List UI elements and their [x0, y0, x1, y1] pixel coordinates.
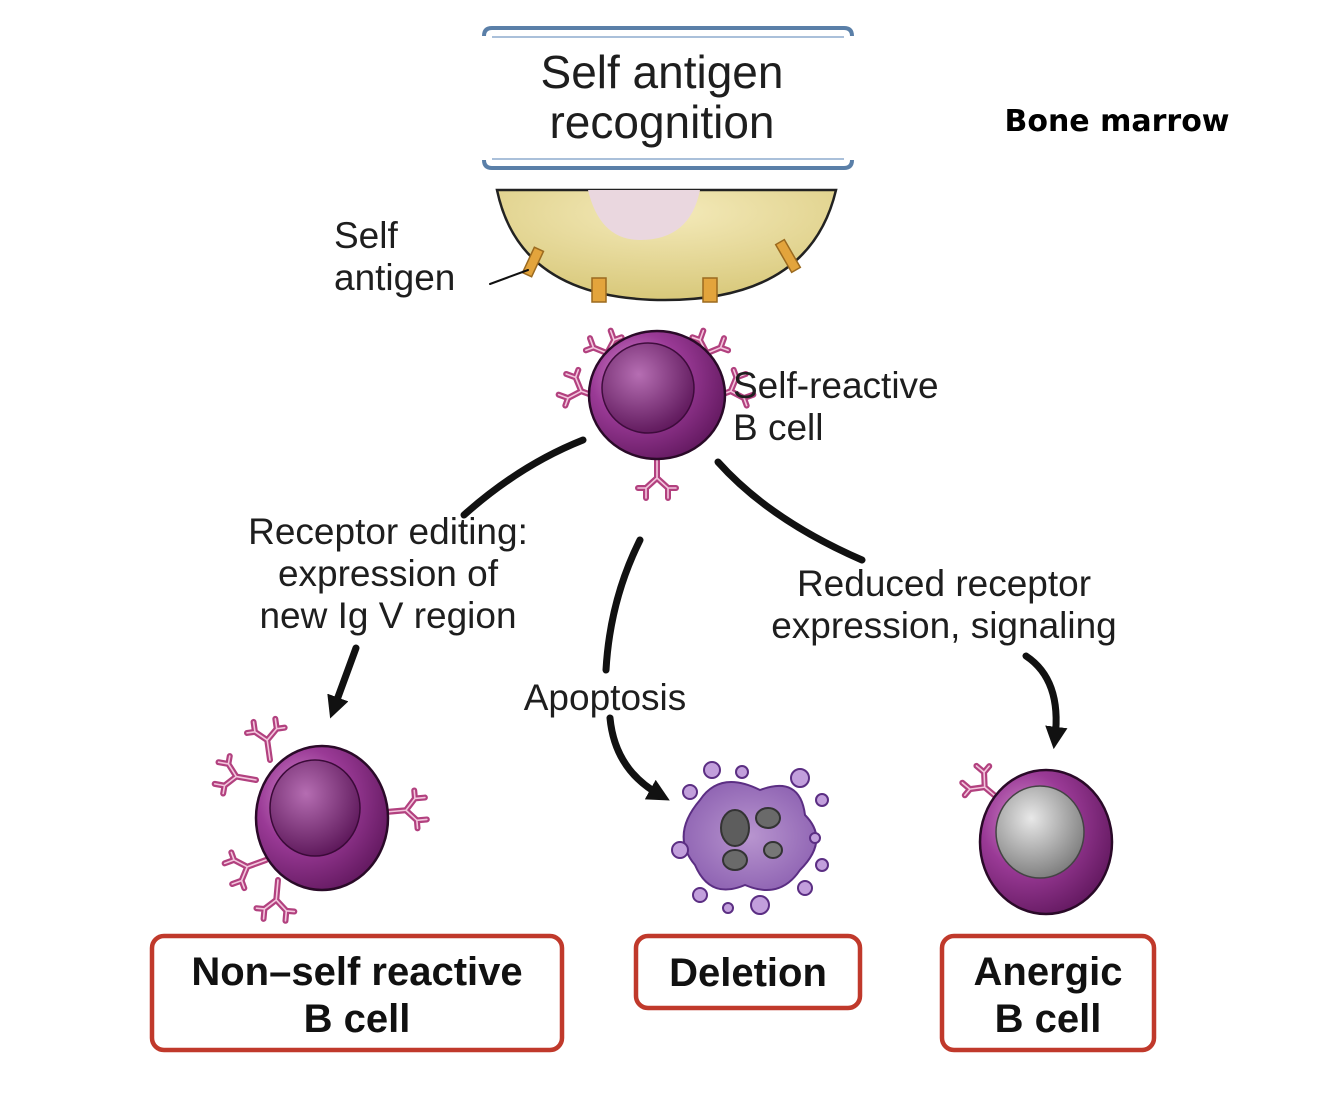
outcome-non-self-line-1: Non–self reactive	[191, 950, 522, 994]
outcome-box-deletion: Deletion	[633, 933, 863, 1011]
host-cell	[495, 188, 838, 302]
apoptosis-label: Apoptosis	[524, 677, 687, 718]
reduced-receptor-label-line-2: expression, signaling	[771, 605, 1117, 646]
apoptotic-cell	[671, 761, 829, 915]
outcome-box-anergic: Anergic B cell	[939, 933, 1157, 1053]
location-label: Bone marrow	[1004, 104, 1229, 139]
self-reactive-b-cell	[556, 328, 756, 498]
non-self-reactive-b-cell	[213, 718, 427, 922]
title-line-1: Self antigen	[541, 46, 784, 98]
receptor-editing-label-line-1: Receptor editing:	[248, 511, 528, 552]
outcome-non-self-line-2: B cell	[304, 997, 411, 1041]
title-line-2: recognition	[549, 96, 774, 148]
outcome-anergic-line-1: Anergic	[974, 950, 1123, 994]
outcome-box-non-self: Non–self reactive B cell	[149, 933, 565, 1053]
branch-lines	[327, 269, 1068, 801]
outcome-deletion: Deletion	[669, 951, 827, 995]
outcome-anergic-line-2: B cell	[995, 997, 1102, 1041]
receptor-editing-label-line-2: expression of	[278, 553, 499, 594]
anergic-b-cell	[957, 760, 1114, 916]
self-reactive-label-line-1: Self-reactive	[733, 365, 939, 406]
receptor-editing-label-line-3: new Ig V region	[259, 595, 516, 636]
reduced-receptor-label-line-1: Reduced receptor	[797, 563, 1091, 604]
self-antigen-label-line-2: antigen	[334, 257, 455, 298]
title-box: Self antigen recognition	[482, 26, 854, 170]
self-reactive-label-line-2: B cell	[733, 407, 823, 448]
self-antigen-label-line-1: Self	[334, 215, 398, 256]
